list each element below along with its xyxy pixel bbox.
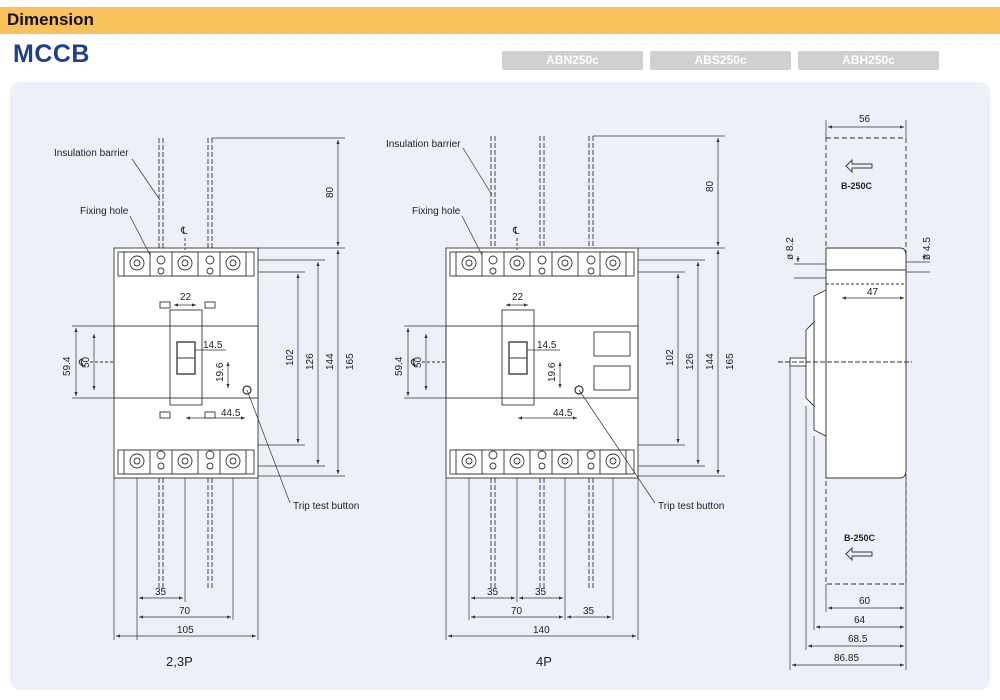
svg-text:℄: ℄ [512, 226, 520, 237]
caption-3p: 2,3P [166, 654, 193, 669]
label-fixing-hole-4p: Fixing hole [412, 206, 461, 217]
dim-35b-4p: 35 [535, 587, 547, 598]
dim-22-4p: 22 [512, 292, 524, 303]
dim-56-side: 56 [859, 114, 871, 125]
label-insulation-barrier-3p: Insulation barrier [54, 148, 129, 159]
dim-102-4p: 102 [665, 349, 676, 366]
dim-44_5-4p: 44.5 [553, 408, 573, 419]
label-trip-test-button-3p: Trip test button [293, 501, 359, 512]
dim-140-4p: 140 [533, 625, 550, 636]
dim-80-3p: 80 [325, 186, 336, 198]
dim-165-3p: 165 [345, 353, 356, 370]
tab-abh250c[interactable]: ABH250c [798, 51, 939, 70]
svg-text:℄: ℄ [180, 226, 188, 237]
dim-144-3p: 144 [325, 353, 336, 370]
dim-59_4-4p: 59.4 [394, 356, 405, 376]
section-title: Dimension [7, 10, 94, 29]
labels-4p: Insulation barrier Fixing hole Trip test… [386, 139, 736, 669]
dimensions-3p [72, 137, 345, 640]
dim-50-4p: 50 [413, 356, 424, 368]
dim-35c-4p: 35 [583, 606, 595, 617]
tab-abn250c[interactable]: ABN250c [502, 51, 643, 70]
dim-8_2-side: ø 8.2 [785, 237, 796, 260]
dim-64-side: 64 [854, 615, 866, 626]
dim-47-side: 47 [867, 287, 879, 298]
dim-19_6-4p: 19.6 [547, 362, 558, 382]
dim-144-4p: 144 [705, 353, 716, 370]
dim-14_5-4p: 14.5 [537, 340, 557, 351]
dim-165-4p: 165 [725, 353, 736, 370]
section-header-bar: Dimension [0, 7, 1000, 34]
dim-60-side: 60 [859, 596, 871, 607]
dim-126-4p: 126 [685, 353, 696, 370]
dimensions-4p [404, 135, 725, 640]
drawing-side [778, 137, 912, 585]
dim-44_5-3p: 44.5 [221, 408, 241, 419]
dim-105-3p: 105 [177, 625, 194, 636]
dim-19_6-3p: 19.6 [215, 362, 226, 382]
dim-35a-4p: 35 [487, 587, 499, 598]
dim-22-3p: 22 [180, 292, 192, 303]
dimensions-side [789, 120, 930, 670]
dim-102-3p: 102 [285, 349, 296, 366]
label-fixing-hole-3p: Fixing hole [80, 206, 129, 217]
dim-59_4-3p: 59.4 [62, 356, 73, 376]
svg-text:℄: ℄ [410, 358, 418, 369]
dim-35-3p: 35 [155, 587, 167, 598]
labels-side: 56 ø 8.2 ø 4.5 47 B-250C B-250C 60 64 68… [785, 114, 933, 664]
caption-4p: 4P [536, 654, 552, 669]
dim-70-3p: 70 [179, 606, 191, 617]
dim-126-3p: 126 [305, 353, 316, 370]
drawing-3p [90, 138, 259, 590]
label-b250c-top: B-250C [841, 181, 873, 191]
labels-3p: Insulation barrier Fixing hole Trip test… [54, 148, 359, 669]
svg-text:℄: ℄ [78, 358, 86, 369]
label-insulation-barrier-4p: Insulation barrier [386, 139, 461, 150]
dim-4_5-side: ø 4.5 [922, 237, 933, 260]
page-title: MCCB [13, 40, 90, 68]
dim-14_5-3p: 14.5 [203, 340, 223, 351]
dim-86_85-side: 86.85 [834, 653, 859, 664]
dim-50-3p: 50 [81, 356, 92, 368]
label-trip-test-button-4p: Trip test button [658, 501, 724, 512]
dim-68_5-side: 68.5 [848, 634, 868, 645]
dim-70-4p: 70 [511, 606, 523, 617]
drawing-4p [422, 136, 639, 588]
dim-80-4p: 80 [705, 180, 716, 192]
tab-abs250c[interactable]: ABS250c [650, 51, 791, 70]
label-b250c-bottom: B-250C [844, 533, 876, 543]
